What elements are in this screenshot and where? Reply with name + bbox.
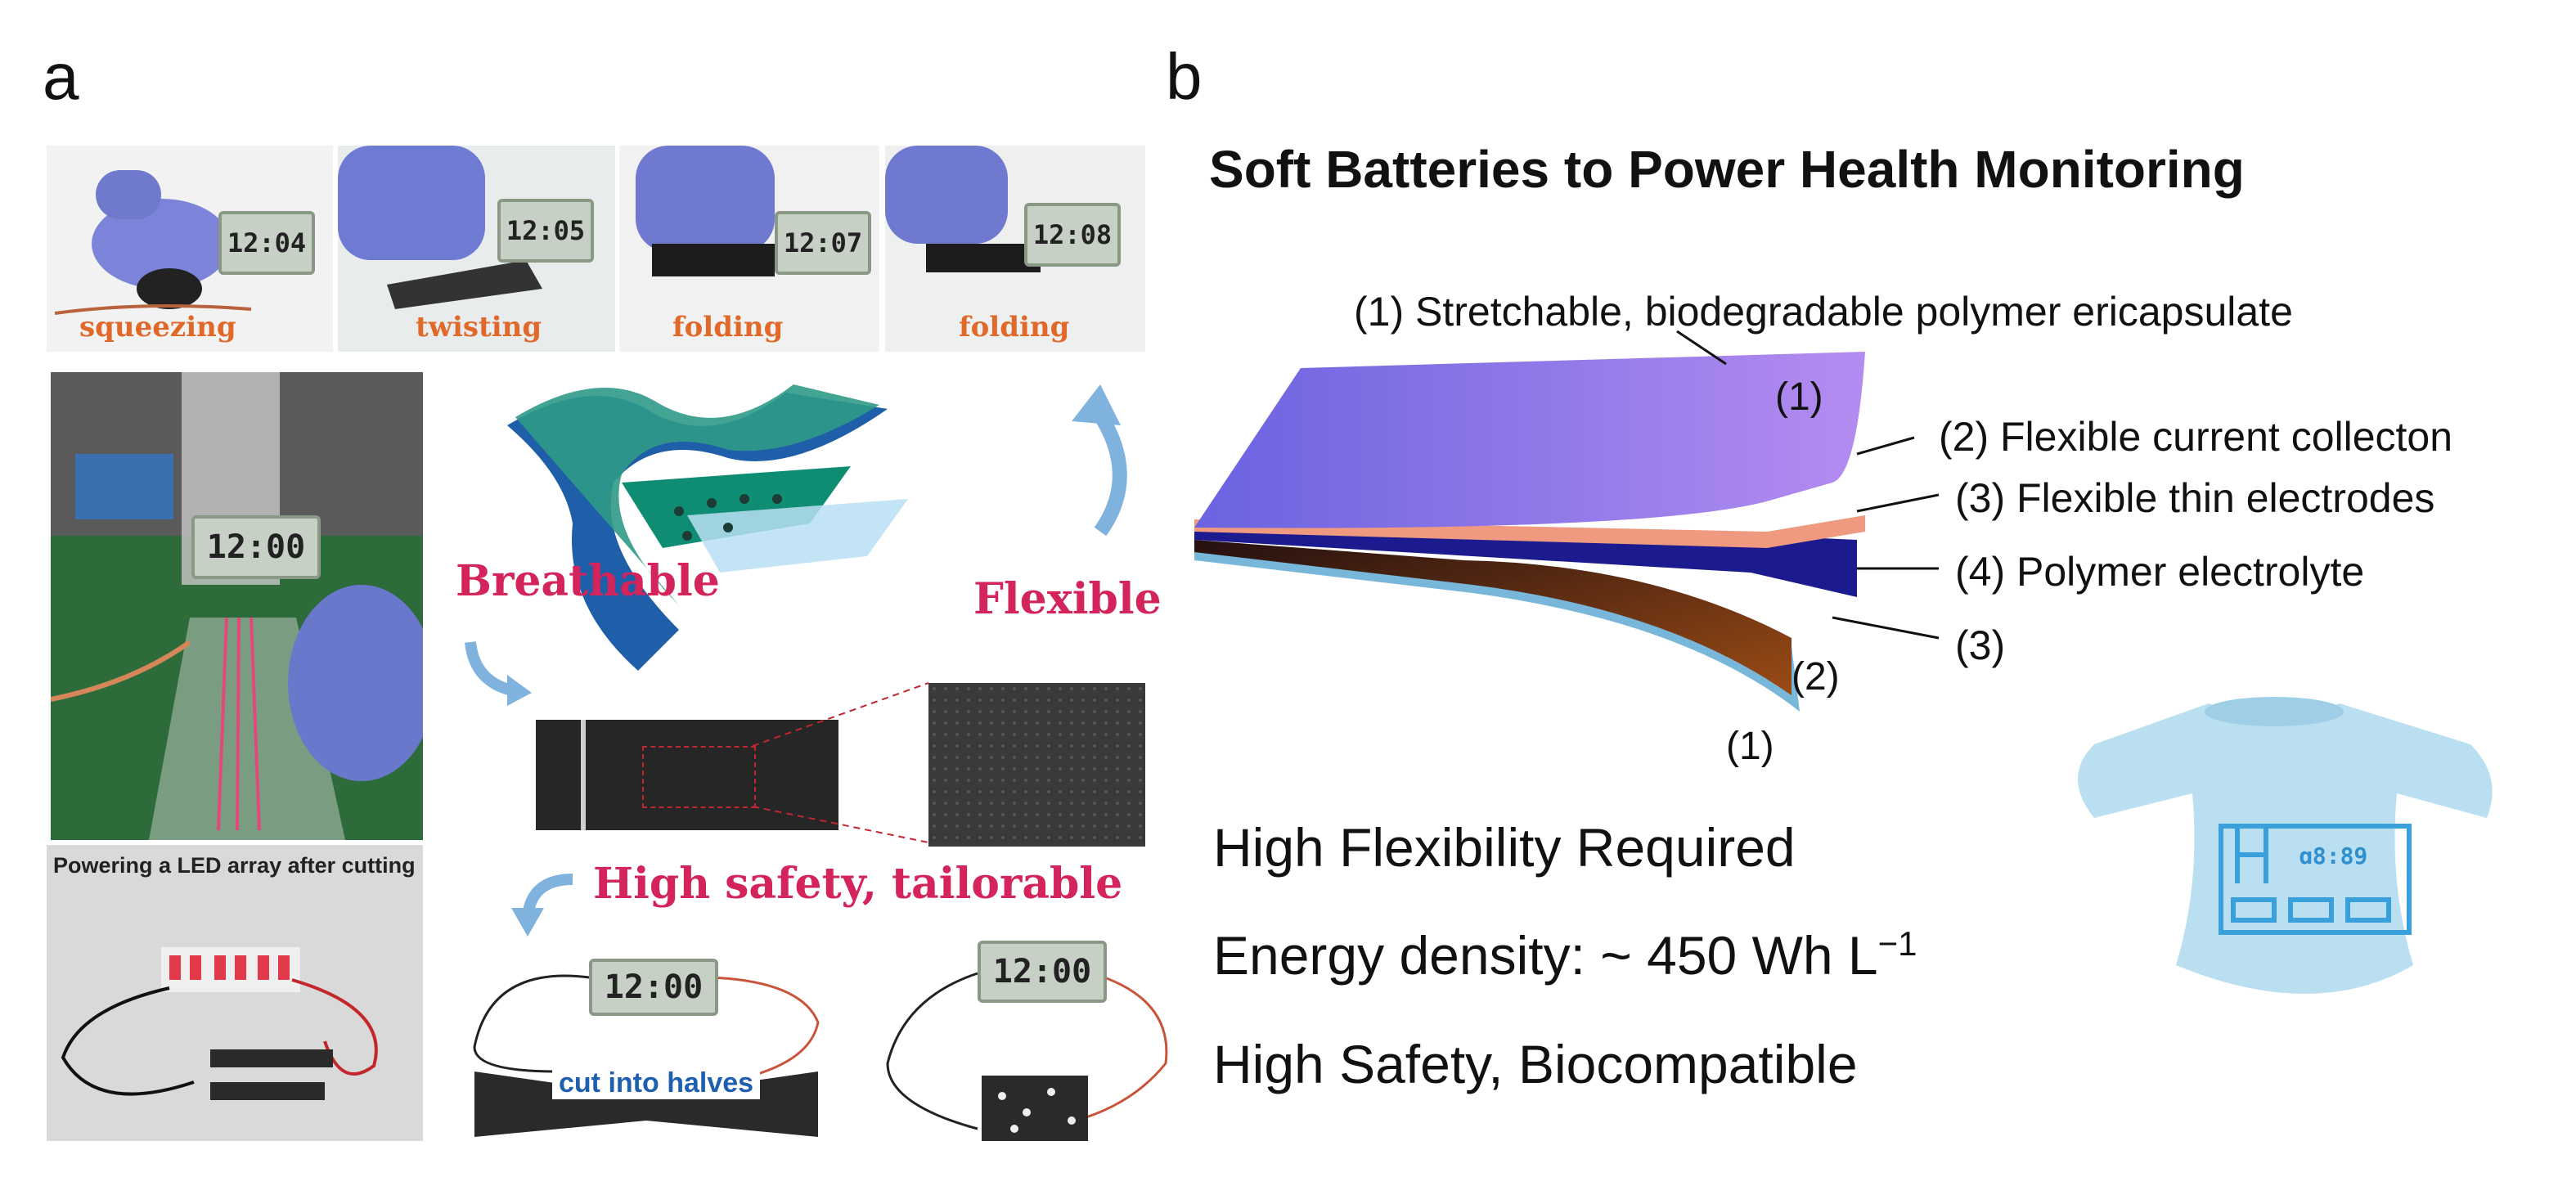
curved-arrow-left-icon [511, 874, 573, 937]
twist-photo: 12:05 twisting [338, 146, 615, 352]
flexible-label: Flexible [973, 574, 1162, 624]
energy-density-unit-exponent: −1 [1877, 924, 1917, 963]
label-current-collector: (2) Flexible current collecton [1939, 414, 2453, 460]
label-polymer-electrolyte: (4) Polymer electrolyte [1955, 549, 2365, 595]
clock-display: 12:07 [775, 211, 871, 275]
cut-left-clock-display: 12:00 [589, 959, 718, 1016]
clock-display: 12:08 [1024, 203, 1121, 267]
fabric-strip [536, 720, 838, 830]
curved-arrow-down-icon [465, 641, 532, 706]
requirement-energy-density: Energy density: ~ 450 Wh L−1 [1213, 924, 1917, 986]
squeezing-label: squeezing [79, 311, 236, 344]
panel-b-letter: b [1166, 40, 1203, 113]
battery-layers-illustration [507, 384, 908, 671]
cut-right-clock-display: 12:00 [978, 941, 1107, 1003]
fabric-zoom-image [928, 683, 1145, 847]
label-layer-1-top: (1) [1775, 375, 1823, 419]
zoom-lines [752, 682, 929, 843]
leader-lines [1676, 330, 1940, 640]
requirement-safety: High Safety, Biocompatible [1213, 1034, 1858, 1094]
gloved-hand-twist-icon [338, 146, 542, 309]
zoom-box [642, 746, 756, 808]
flask-clock-display: 12:00 [191, 515, 321, 579]
energy-density-text: Energy density: ~ 450 Wh L [1213, 925, 1878, 986]
gloved-hand-squeeze-icon [54, 170, 252, 315]
led-caption: Powering a LED array after cutting [53, 853, 416, 878]
panel-a-letter: a [43, 40, 79, 113]
shirt-screen-text: ɑ8:89 [2299, 842, 2368, 869]
soft-battery-stack-illustration [1194, 352, 1865, 712]
led-photo: Powering a LED array after cutting [47, 845, 423, 1141]
squeeze-photo: 12:04 squeezing [47, 146, 333, 352]
flask-setup-icon [51, 372, 423, 840]
folding-label-2: folding [959, 311, 1070, 344]
cut-caption: cut into halves [552, 1067, 761, 1099]
clock-display: 12:04 [218, 211, 315, 275]
flask-photo: 12:00 [51, 372, 423, 840]
safety-label: High safety, tailorable [593, 859, 1123, 909]
label-encapsulate: (1) Stretchable, biodegradable polymer e… [1354, 289, 2293, 335]
fabric-stripe [581, 720, 586, 830]
led-array-icon [61, 947, 378, 1100]
panel-b-title: Soft Batteries to Power Health Monitorin… [1209, 140, 2245, 199]
twisting-label: twisting [416, 311, 542, 344]
gloved-hand-fold-icon [636, 146, 775, 276]
breathable-label: Breathable [456, 556, 720, 606]
fold-photo-1: 12:07 folding [619, 146, 879, 352]
clock-display: 12:05 [497, 199, 594, 263]
tailored-strip-wires [886, 972, 1168, 1141]
fold-photo-2: 12:08 folding [885, 146, 1145, 352]
folding-label-1: folding [672, 311, 784, 344]
label-layer-2: (2) [1792, 655, 1840, 699]
gloved-hand-fold-icon [885, 146, 1041, 272]
label-thin-electrodes: (3) Flexible thin electrodes [1955, 475, 2435, 521]
label-layer-1-bottom: (1) [1726, 725, 1774, 768]
curved-arrow-up-icon [1072, 384, 1127, 537]
label-electrode-3: (3) [1955, 622, 2006, 668]
shirt-with-battery-illustration [2078, 697, 2493, 994]
requirement-flexibility: High Flexibility Required [1213, 817, 1796, 878]
